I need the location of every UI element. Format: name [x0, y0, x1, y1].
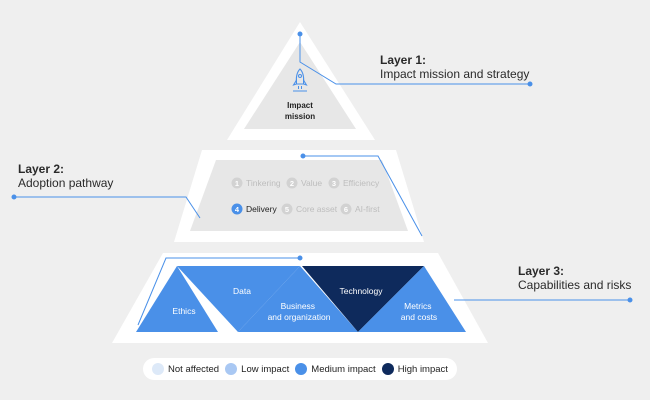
- legend-swatch-low-impact: [225, 363, 238, 375]
- layer-3-description: Capabilities and risks: [518, 278, 632, 292]
- layer-2-trapezoid: [174, 150, 424, 242]
- pathway-stage-5-label: Core asset: [296, 204, 338, 214]
- legend-label: High impact: [397, 363, 448, 375]
- layer-2-connector-left: [14, 196, 201, 219]
- capability-business-label: Business and organization: [268, 301, 331, 322]
- capability-labels: Ethics Data Business and organization Te…: [172, 286, 437, 322]
- pathway-stage-5-marker: [281, 203, 293, 215]
- capability-ethics-shape: [136, 266, 218, 332]
- capability-metrics-shape: [358, 266, 466, 332]
- capability-metrics-label: Metrics and costs: [401, 301, 437, 322]
- pathway-stage-4-number: 4: [235, 205, 240, 214]
- pathway-stage-2-number: 2: [290, 179, 294, 188]
- pathway-stage-2-marker: [286, 177, 298, 189]
- pathway-stage-1-marker: [231, 177, 243, 189]
- capability-business-shape: [238, 266, 358, 332]
- legend-label: Low impact: [241, 363, 290, 375]
- layer-3-label: Layer 3: Capabilities and risks: [518, 264, 631, 293]
- capability-data-shape: [177, 266, 300, 332]
- layer-1-connector: [299, 34, 530, 85]
- connector-lines: [11, 31, 633, 326]
- pathway-stage-6-marker: [340, 203, 352, 215]
- legend-label: Medium impact: [311, 363, 376, 375]
- pathway-stage-4-marker: [231, 203, 243, 215]
- pathway-stage-2-label: Value: [301, 178, 322, 188]
- pathway-stage-5-number: 5: [285, 205, 289, 214]
- pathway-stage-3-marker: [328, 177, 340, 189]
- layer-2-label: Layer 2: Adoption pathway: [18, 162, 113, 191]
- layer-2-title: Layer 2:: [18, 162, 65, 176]
- layer-2-connector-top: [303, 155, 423, 237]
- pathway-stage-4-label: Delivery: [246, 204, 277, 214]
- rocket-icon: [292, 68, 308, 92]
- mission-label-line1: Impact: [287, 101, 313, 110]
- pathway-stage-3-number: 3: [332, 179, 336, 188]
- layer-1-label: Layer 1: Impact mission and strategy: [380, 53, 529, 82]
- layer-1-title: Layer 1:: [380, 53, 427, 67]
- mission-label-line2: mission: [285, 112, 315, 121]
- legend-item-not-affected: Not affected: [152, 363, 219, 375]
- layer-1-triangle: [227, 22, 375, 140]
- capability-data-label: Data: [233, 286, 251, 296]
- capability-shapes: [136, 266, 466, 332]
- legend-swatch-not-affected: [152, 363, 165, 375]
- legend-label: Not affected: [168, 363, 220, 375]
- pathway-stage-3-label: Efficiency: [343, 178, 380, 188]
- legend-item-low-impact: Low impact: [225, 363, 289, 375]
- pathway-stage-6-number: 6: [344, 205, 348, 214]
- legend-item-high-impact: High impact: [381, 363, 448, 375]
- legend-swatch-medium-impact: [295, 363, 308, 375]
- layer-1-description: Impact mission and strategy: [380, 67, 530, 81]
- layer-3-title: Layer 3:: [518, 264, 565, 278]
- pathway-stages: 1 Tinkering 2 Value 3 Efficiency 4 Delivery 5 Cor…: [231, 177, 380, 215]
- pathway-stage-1-number: 1: [235, 179, 239, 188]
- capability-technology-shape: [302, 266, 424, 332]
- legend-swatch-high-impact: [381, 363, 394, 375]
- capability-ethics-label: Ethics: [172, 306, 195, 316]
- pathway-stage-1-label: Tinkering: [246, 178, 281, 188]
- legend-item-medium-impact: Medium impact: [295, 363, 376, 375]
- pathway-stage-6-label: AI-first: [355, 204, 380, 214]
- capability-technology-label: Technology: [339, 286, 383, 296]
- layer-2-description: Adoption pathway: [18, 176, 114, 190]
- layer-3-connector-top: [137, 257, 300, 326]
- impact-legend: Not affected Low impact Medium impact Hi…: [143, 358, 457, 380]
